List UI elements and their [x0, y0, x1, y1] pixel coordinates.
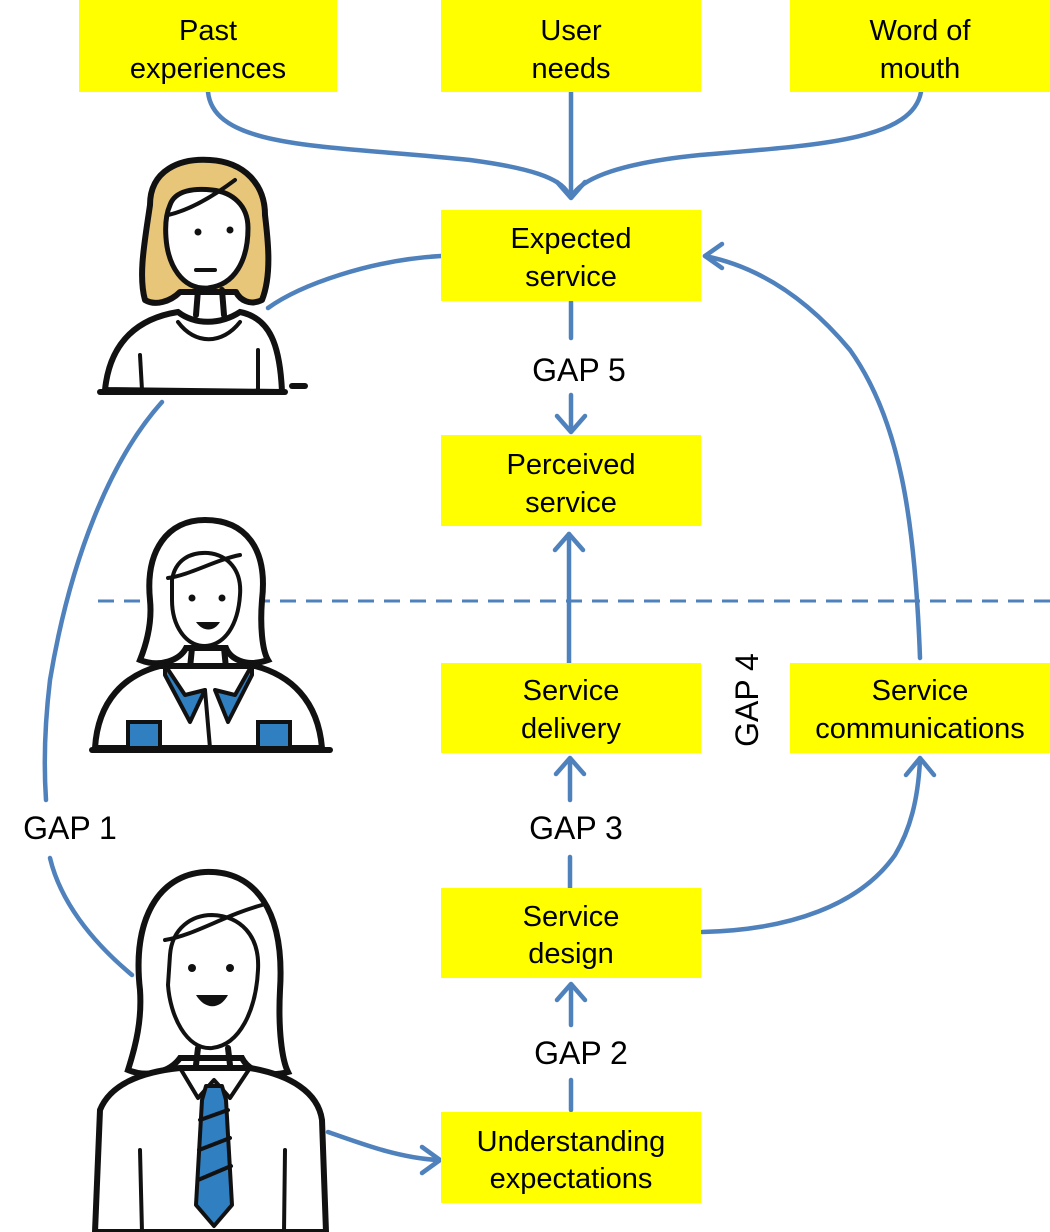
box-label-line2: delivery: [521, 713, 621, 745]
box-user-needs: User needs: [441, 0, 701, 92]
box-service-delivery: Service delivery: [441, 663, 701, 753]
box-label-line1: Expected: [511, 223, 632, 255]
line-gap1-lower: [47, 855, 135, 978]
line-design-to-communications: [699, 757, 923, 935]
manager-figure: [91, 868, 330, 1232]
box-label-line2: mouth: [880, 53, 961, 85]
gap5-label: GAP 5: [532, 352, 626, 388]
line-gap1-upper: [42, 399, 165, 803]
gap1-label: GAP 1: [23, 810, 117, 846]
box-expected-service: Expected service: [441, 210, 701, 301]
box-label-line1: Understanding: [477, 1126, 666, 1158]
box-label-line1: Service: [523, 901, 620, 933]
box-label-line2: service: [525, 261, 617, 293]
box-label-line1: Service: [872, 675, 969, 707]
box-perceived-service: Perceived service: [441, 435, 701, 526]
arrowhead-perceived-top: [554, 413, 588, 435]
customer-figure: [97, 156, 308, 396]
line-expected-to-customer: [265, 253, 444, 311]
arrow-past-to-expected: [205, 89, 571, 196]
box-label-line2: needs: [531, 53, 610, 85]
arrowhead-design-bottom: [554, 981, 588, 1003]
box-label-line1: Perceived: [507, 449, 636, 481]
box-label-line2: design: [528, 938, 613, 970]
line-communications-to-expected: [702, 253, 923, 661]
box-label-line2: expectations: [490, 1163, 653, 1195]
box-word-of-mouth: Word of mouth: [790, 0, 1050, 92]
employee-figure: [89, 516, 333, 753]
box-label-line1: User: [540, 15, 602, 47]
box-service-design: Service design: [441, 888, 701, 978]
box-label-line1: Word of: [869, 15, 971, 47]
arrow-mouth-to-expected: [571, 89, 924, 196]
box-service-communications: Service communications: [790, 663, 1050, 753]
flow-lines: [42, 89, 937, 1176]
box-label-line2: communications: [815, 713, 1025, 745]
box-label-line1: Past: [179, 15, 237, 47]
arrowhead-expected-right: [702, 241, 725, 271]
box-label-line1: Service: [523, 675, 620, 707]
box-label-line2: service: [525, 487, 617, 519]
gap3-label: GAP 3: [529, 810, 623, 846]
arrowhead-delivery-bottom: [553, 755, 587, 777]
box-label-line2: experiences: [130, 53, 286, 85]
box-understanding-expectations: Understanding expectations: [441, 1112, 701, 1203]
line-manager-to-understanding: [325, 1129, 441, 1163]
arrowhead-communications-bottom: [903, 755, 937, 778]
gap2-label: GAP 2: [534, 1035, 628, 1071]
arrowhead-perceived-bottom: [552, 531, 586, 553]
arrowhead-expected-top: [554, 179, 588, 201]
box-past-experiences: Past experiences: [79, 0, 337, 92]
gap4-label: GAP 4: [729, 653, 765, 747]
arrowhead-understanding-left: [419, 1144, 443, 1176]
